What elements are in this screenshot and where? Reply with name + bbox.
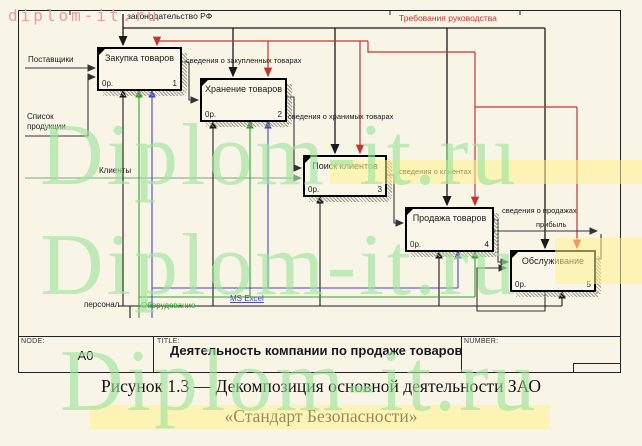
box-corner-mark — [304, 156, 312, 164]
box-name: Обслуживание — [521, 256, 585, 266]
mechanism-label-staff: персонал — [84, 300, 120, 309]
number-label: NUMBER: — [464, 338, 499, 345]
box-shadow — [516, 292, 598, 297]
box-shadow — [287, 84, 292, 124]
box-corner-mark — [511, 251, 519, 259]
activity-box-purchase: Закупка товаров 0р. 1 — [97, 47, 187, 96]
box-shadow — [494, 213, 499, 254]
control-label-management: Требования руководства — [399, 13, 497, 23]
box-number: 5 — [586, 280, 591, 289]
activity-box-client-search: Поиск клиентов 0р. 3 — [303, 155, 392, 202]
figure-caption-line1: Рисунок 1.3 — Декомпозиция основной деят… — [101, 376, 541, 396]
activity-box-service: Обслуживание 0р. 5 — [510, 250, 601, 297]
box-shadow — [206, 122, 289, 127]
box-shadow — [309, 197, 389, 202]
node-value: A0 — [77, 348, 94, 363]
box-number: 2 — [277, 110, 282, 119]
number-cell-box — [573, 363, 620, 372]
title-number-divider — [461, 336, 462, 372]
mechanism-label-excel: MS Excel — [230, 294, 264, 303]
flow-label-stored: сведения о хранимых товарах — [288, 112, 394, 121]
activity-box-sales: Продажа товаров 0р. 4 — [405, 207, 499, 257]
title-label: TITLE: — [157, 338, 180, 345]
box-shadow — [387, 161, 392, 199]
box-cost: 0р. — [308, 185, 320, 194]
flow-label-profit: прибыль — [536, 220, 567, 229]
box-corner-mark — [98, 48, 106, 56]
watermark-header: diplom-it.ru — [8, 6, 160, 25]
flow-label-sales: сведения о продажах — [502, 206, 577, 215]
figure-caption: Рисунок 1.3 — Декомпозиция основной деят… — [0, 376, 642, 427]
box-shadow — [182, 53, 187, 93]
input-label-product-list: Список продукции — [27, 112, 66, 132]
box-name: Поиск клиентов — [312, 161, 378, 171]
box-name: Хранение товаров — [205, 84, 282, 94]
flow-label-client-info: сведения о клиентах — [399, 167, 472, 176]
node-title-divider — [153, 336, 154, 372]
box-cost: 0р. — [205, 110, 217, 119]
box-shadow — [103, 91, 184, 96]
box-name: Продажа товаров — [412, 213, 487, 223]
box-corner-mark — [201, 79, 209, 87]
box-number: 3 — [377, 185, 382, 194]
box-cost: 0р. — [102, 79, 114, 88]
box-shadow — [596, 256, 601, 294]
box-corner-mark — [406, 208, 414, 216]
box-cost: 0р. — [410, 240, 422, 249]
control-label-law: законодательство РФ — [127, 11, 213, 21]
input-label-clients: Клиенты — [99, 166, 132, 175]
node-label: NODE: — [21, 338, 45, 345]
box-number: 4 — [484, 240, 489, 249]
diagram-title: Деятельность компании по продаже товаров — [170, 343, 463, 358]
input-label-suppliers: Поставщики — [28, 55, 74, 64]
activity-box-storage: Хранение товаров 0р. 2 — [200, 78, 292, 127]
box-cost: 0р. — [515, 280, 527, 289]
mechanism-label-equipment: Оборудование — [141, 301, 196, 310]
title-bar-divider — [18, 336, 620, 337]
box-shadow — [411, 252, 496, 257]
diagram-border — [18, 10, 621, 373]
box-name: Закупка товаров — [105, 53, 174, 63]
figure-caption-line2: «Стандарт Безопасности» — [224, 406, 418, 426]
flow-label-purchased: сведения о закупленных товарах — [186, 56, 302, 65]
box-number: 1 — [172, 79, 177, 88]
